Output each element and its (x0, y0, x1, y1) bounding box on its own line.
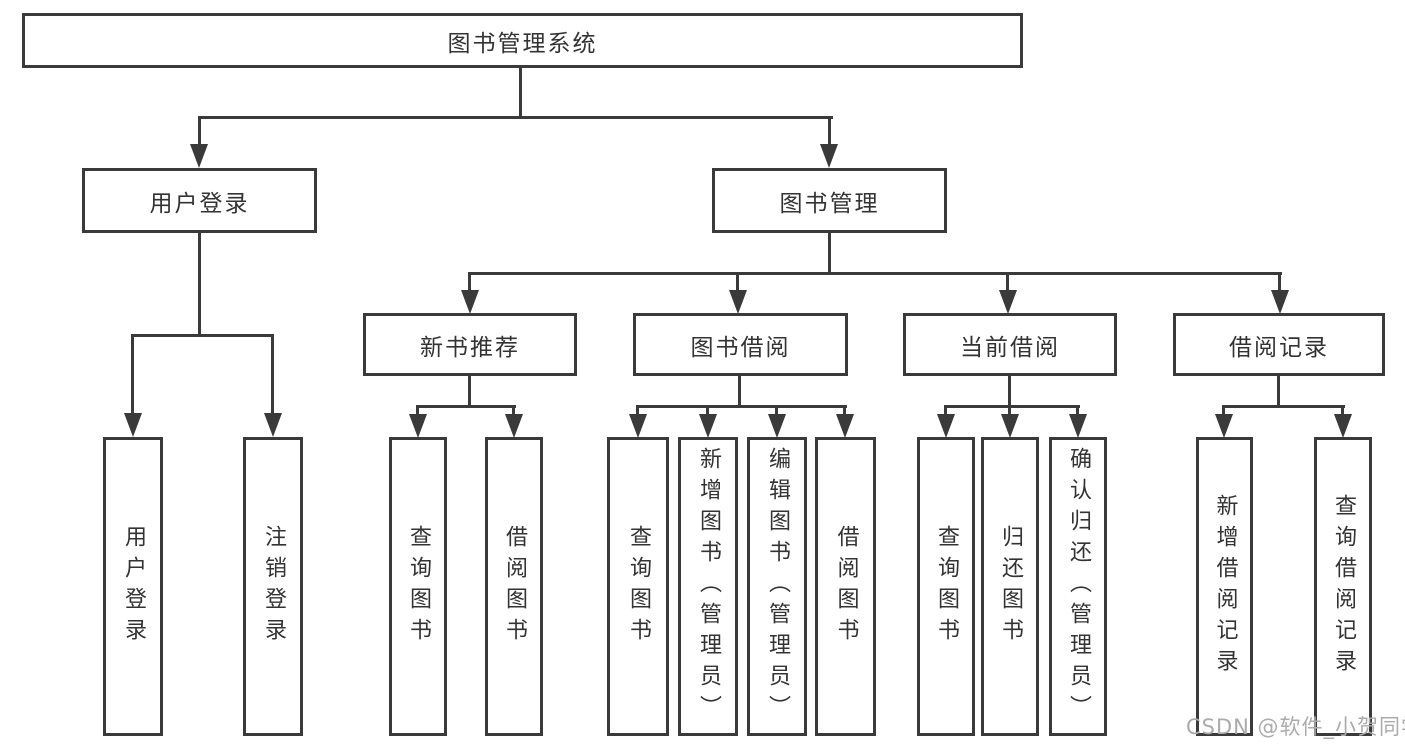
node-book-management: 图书管理 (712, 168, 947, 233)
arrowhead-icon (999, 290, 1017, 314)
connector-line (131, 334, 274, 337)
node-leaf-logout: 注销登录 (243, 437, 303, 736)
connector-line (636, 405, 847, 408)
arrowhead-icon (190, 144, 208, 168)
arrowhead-icon (729, 290, 747, 314)
node-library-management-system: 图书管理系统 (22, 13, 1023, 68)
connector-line (843, 405, 846, 416)
connector-line (775, 405, 778, 416)
node-leaf-query-books-2: 查询图书 (607, 437, 669, 736)
node-leaf-confirm-return-admin: 确认归还（管理员） (1049, 437, 1107, 736)
connector-line (1278, 272, 1281, 291)
node-book-borrowing: 图书借阅 (633, 313, 848, 376)
arrowhead-icon (1215, 414, 1233, 438)
connector-line (1008, 374, 1011, 408)
node-leaf-borrow-books-1: 借阅图书 (485, 437, 543, 736)
connector-line (416, 405, 516, 408)
node-leaf-query-books-3: 查询图书 (917, 437, 975, 736)
connector-line (198, 116, 201, 147)
connector-line (828, 231, 831, 275)
connector-line (131, 334, 134, 416)
connector-line (828, 116, 831, 147)
node-current-borrowing: 当前借阅 (903, 313, 1117, 376)
connector-line (468, 272, 1282, 275)
arrowhead-icon (937, 414, 955, 438)
node-leaf-return-book: 归还图书 (981, 437, 1039, 736)
arrowhead-icon (264, 413, 282, 437)
connector-line (271, 334, 274, 416)
node-leaf-add-book-admin: 新增图书（管理员） (678, 437, 738, 736)
arrowhead-icon (461, 290, 479, 314)
connector-line (416, 405, 419, 416)
connector-line (468, 374, 471, 408)
node-leaf-borrow-books-2: 借阅图书 (815, 437, 876, 736)
arrowhead-icon (409, 414, 427, 438)
connector-line (1008, 405, 1011, 416)
connector-line (1341, 405, 1344, 416)
connector-line (198, 231, 201, 337)
arrowhead-icon (1271, 290, 1289, 314)
arrowhead-icon (1334, 414, 1352, 438)
arrowhead-icon (768, 414, 786, 438)
arrowhead-icon (1069, 414, 1087, 438)
node-leaf-edit-book-admin: 编辑图书（管理员） (747, 437, 807, 736)
watermark-text: CSDN @软件_小贺同学 (1186, 715, 1405, 739)
connector-line (736, 272, 739, 291)
connector-line (944, 405, 1080, 408)
connector-line (1006, 272, 1009, 291)
connector-line (636, 405, 639, 416)
arrowhead-icon (124, 413, 142, 437)
connector-line (1222, 405, 1345, 408)
arrowhead-icon (505, 414, 523, 438)
arrowhead-icon (629, 414, 647, 438)
connector-line (512, 405, 515, 416)
connector-line (1222, 405, 1225, 416)
node-borrowing-records: 借阅记录 (1173, 313, 1385, 376)
connector-line (519, 67, 522, 119)
connector-line (706, 405, 709, 416)
node-leaf-add-borrow-record: 新增借阅记录 (1196, 437, 1253, 736)
connector-line (1277, 374, 1280, 408)
node-leaf-query-books-1: 查询图书 (389, 437, 447, 736)
node-leaf-user-login: 用户登录 (103, 437, 163, 736)
node-leaf-query-borrow-record: 查询借阅记录 (1314, 437, 1372, 736)
node-user-login: 用户登录 (82, 168, 317, 233)
arrowhead-icon (1001, 414, 1019, 438)
arrowhead-icon (836, 414, 854, 438)
arrowhead-icon (699, 414, 717, 438)
connector-line (1076, 405, 1079, 416)
connector-line (738, 374, 741, 408)
connector-line (944, 405, 947, 416)
connector-line (198, 116, 833, 119)
node-new-book-recommendation: 新书推荐 (363, 313, 577, 376)
connector-line (468, 272, 471, 291)
arrowhead-icon (820, 144, 838, 168)
